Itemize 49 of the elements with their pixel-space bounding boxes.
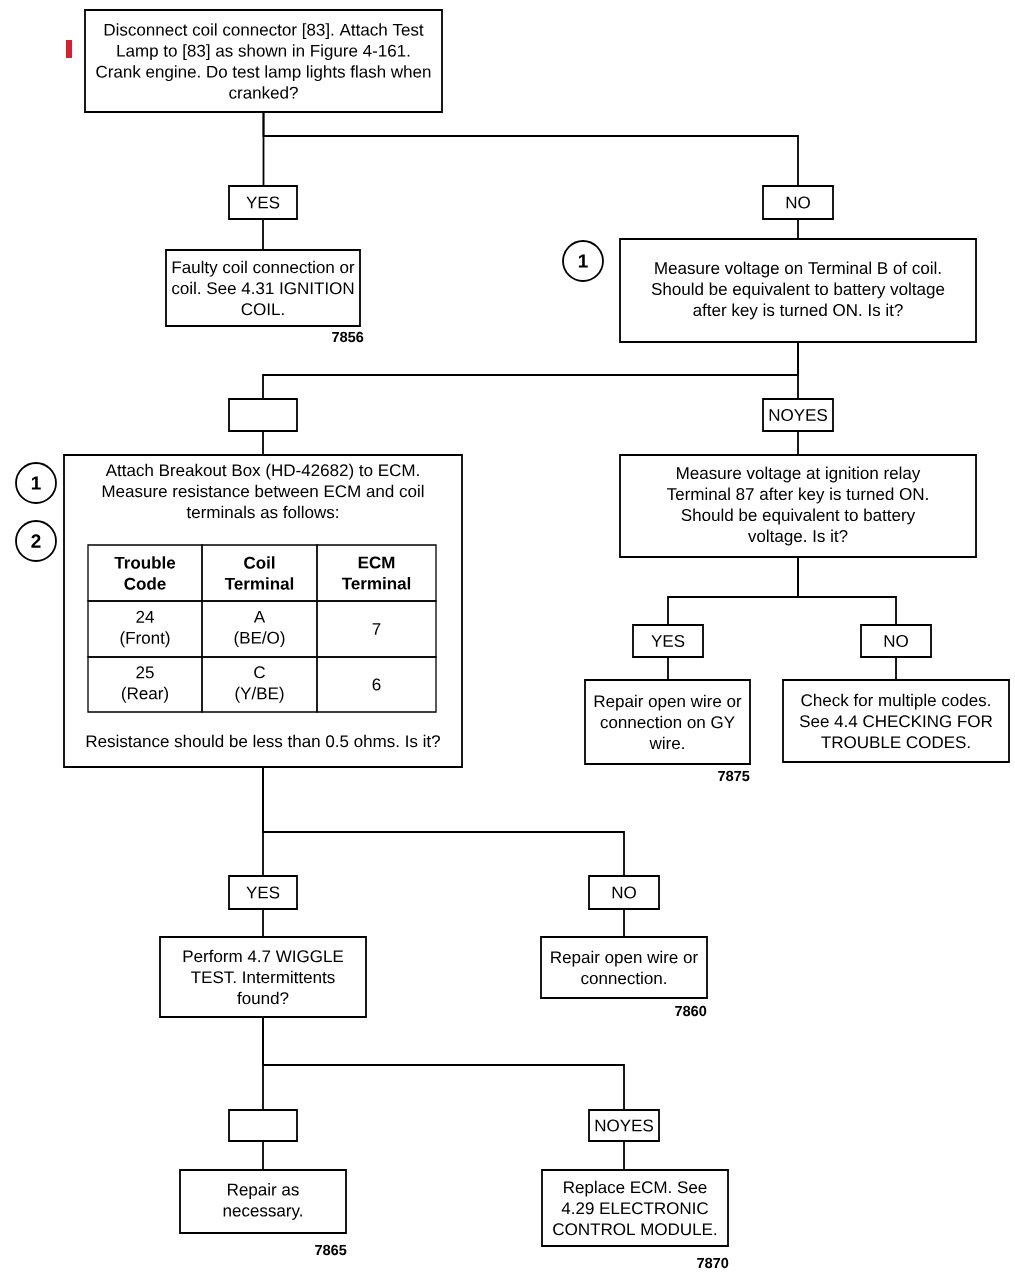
figure-number: 7865 [315, 1244, 347, 1256]
step-box: Faulty coil connection or coil. See 4.31 IGNITION COIL. [165, 249, 361, 327]
question-box: Perform 4.7 WIGGLE TEST. Intermittents found? [159, 936, 367, 1018]
figure-number: 7875 [718, 770, 750, 782]
question-box: Disconnect coil connector [83]. Attach Test Lamp to [83] as shown in Figure 4-161. Crank engine. Do test lamp lights flash when cranked? [84, 9, 443, 113]
branch-label-box: NO [588, 875, 660, 910]
connector-line [623, 909, 625, 937]
branch-label-box: YES [228, 185, 298, 220]
branch-label-box: NOYES [762, 398, 834, 432]
figure-number: 7870 [697, 1257, 729, 1269]
table-header-cell: ECM Terminal [316, 544, 437, 602]
branch-label-box: NO [860, 624, 932, 658]
connector-line [667, 657, 669, 680]
connector-line [262, 1017, 625, 1110]
table-header-cell: Coil Terminal [201, 544, 318, 602]
connector-line [797, 219, 799, 239]
connector-line [797, 431, 799, 455]
connector-line [262, 1141, 264, 1170]
connector-line [262, 909, 264, 937]
table-cell: A (BE/O) [201, 600, 318, 658]
step-box: Repair open wire or connection on GY wire. [584, 679, 751, 765]
question-box: Measure voltage at ignition relay Terminal 87 after key is turned ON. Should be equivalent to battery voltage. Is it? [619, 454, 977, 558]
table-cell: 6 [316, 656, 437, 713]
step-box: Repair open wire or connection. [540, 936, 708, 999]
table-cell: 24 (Front) [87, 600, 203, 658]
table-cell: 7 [316, 600, 437, 658]
connector-line [797, 342, 799, 399]
branch-label-box: YES [228, 875, 298, 910]
branch-label-box: NO [762, 185, 834, 220]
figure-number: 7856 [332, 331, 364, 343]
connector-line [895, 657, 897, 680]
question-box: Measure voltage on Terminal B of coil. Should be equivalent to battery voltage after key is turned ON. Is it? [619, 238, 977, 343]
step-box: Check for multiple codes. See 4.4 CHECKING FOR TROUBLE CODES. [782, 679, 1010, 763]
connector-line [262, 431, 264, 455]
connector-line [262, 112, 799, 186]
empty-label-box [228, 1109, 298, 1142]
table-cell: 25 (Rear) [87, 656, 203, 713]
table-header-cell: Trouble Code [87, 544, 203, 602]
connector-line [262, 767, 625, 876]
step-box: Repair as necessary. [179, 1169, 347, 1234]
branch-label-box: YES [632, 624, 704, 658]
connector-line [797, 557, 897, 625]
connector-line [623, 1141, 625, 1170]
table-cell: C (Y/BE) [201, 656, 318, 713]
empty-label-box [228, 398, 298, 432]
branch-label-box: NOYES [588, 1109, 660, 1142]
connector-line [262, 219, 264, 250]
figure-number: 7860 [675, 1005, 707, 1017]
step-box: Replace ECM. See 4.29 ELECTRONIC CONTROL MODULE. [541, 1169, 729, 1247]
